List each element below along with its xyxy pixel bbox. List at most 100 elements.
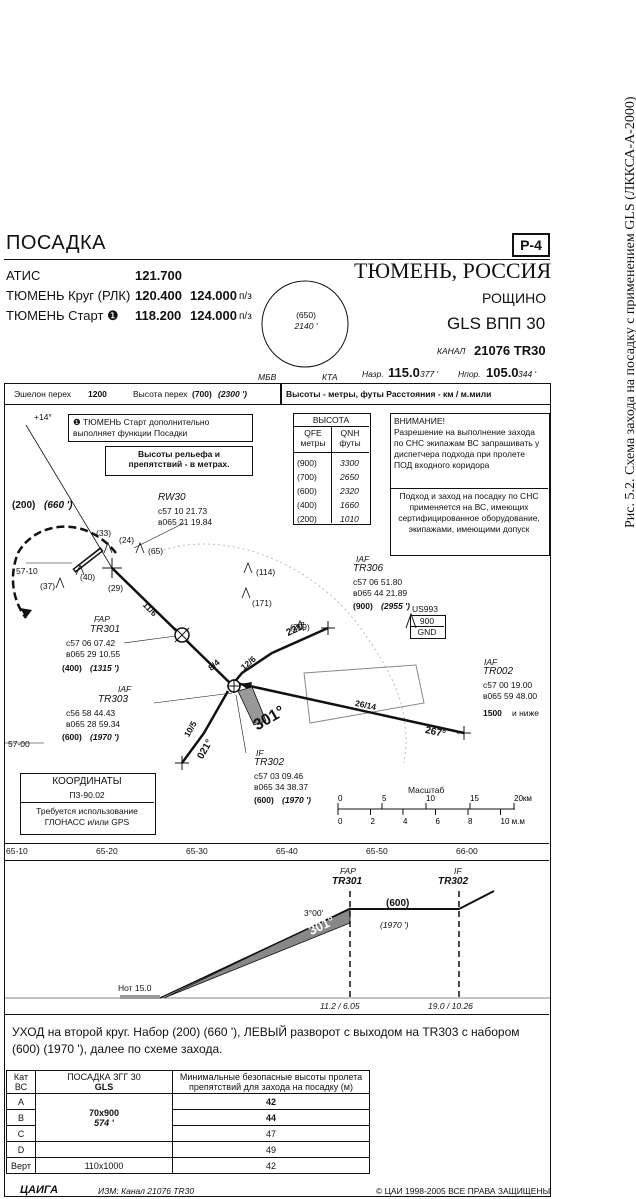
- minima-header-empty: [370, 1071, 546, 1094]
- lat-57-10: 57-10: [16, 566, 38, 576]
- circle-alt-ft: (660 '): [44, 500, 73, 511]
- minima-moc: 44: [172, 1109, 370, 1126]
- leg-tr306: [231, 626, 329, 686]
- coords-req: Требуется использование ГЛОНАСС и/или GP…: [36, 806, 138, 827]
- tr302-lon: в065 34 38.37: [254, 782, 309, 792]
- city-name: ТЮМЕНЬ, РОССИЯ: [354, 258, 552, 283]
- rw30-lon: в065 21 19.84: [158, 517, 213, 527]
- lon-tick-label: 66-00: [456, 846, 478, 856]
- minima-empty: [370, 1158, 546, 1174]
- waypoint-tr306-icon: [321, 621, 335, 635]
- tr306-alt-ft: (2955 '): [381, 601, 410, 611]
- leader-rw30: [133, 522, 185, 549]
- height-table-title: ВЫСОТА: [312, 415, 350, 425]
- waypoint-tr302-icon: [227, 679, 241, 693]
- page-title: ПОСАДКА: [6, 232, 106, 254]
- freq-label-circle: ТЮМЕНЬ Круг (РЛК): [6, 288, 131, 303]
- profile-alt: (600): [386, 898, 410, 909]
- waypoint-tr301-icon: [174, 627, 190, 643]
- north-line: [25, 424, 113, 569]
- naz-label: Назр.: [362, 369, 384, 379]
- warning-p1: Разрешение на выполнение захода по СНС э…: [394, 427, 540, 470]
- obs-171: (171): [252, 598, 272, 608]
- header-divider: [4, 259, 550, 260]
- minima-moc: 47: [172, 1125, 370, 1142]
- freq-label-tower: ТЮМЕНЬ Старт ❶: [6, 308, 119, 323]
- tr002-alt: 1500: [483, 708, 502, 718]
- obs-29: (29): [108, 583, 124, 593]
- caption-text: Рис. 5.2. Схема захода на посадку с прим…: [623, 96, 636, 528]
- missed-divider: [4, 1014, 549, 1015]
- profile-alt-ft: (1970 '): [380, 920, 409, 930]
- transition-alt-label: Высота перех: [133, 389, 188, 399]
- naz-value: 115.0: [388, 365, 420, 380]
- rw30-lat: с57 10 21.73: [158, 506, 208, 516]
- qfe-row: (700): [297, 472, 317, 482]
- leader-tr303: [153, 692, 233, 704]
- tr002-lat: с57 00 19.00: [483, 680, 533, 690]
- tr306-tag: IAF: [356, 554, 370, 564]
- profile-climb-segment: [458, 890, 495, 910]
- freq-unit-tower: п/з: [239, 311, 252, 322]
- tr306-lat: с57 06 51.80: [353, 577, 403, 587]
- footer-logo: ЦАИГА: [20, 1184, 59, 1196]
- npor-label: Нпор.: [458, 369, 481, 379]
- coords-box: [20, 773, 156, 835]
- coords-system: ПЗ-90.02: [69, 790, 105, 800]
- tr301-lat: с57 06 07.42: [66, 638, 116, 648]
- tr303-tag: IAF: [118, 684, 132, 694]
- msa-label-2: КТА: [322, 372, 338, 382]
- tr303-lon: в065 28 59.34: [66, 719, 121, 729]
- minima-empty: [370, 1126, 546, 1142]
- minima-mid-3: 110x1000: [35, 1157, 173, 1174]
- obs-33: (33): [96, 528, 112, 538]
- channel-label: КАНАЛ: [437, 346, 466, 356]
- nm-tick-label: 10 м.м: [501, 817, 525, 825]
- npor-ft: 344 ': [518, 369, 537, 379]
- transition-level-label: Эшелон перех: [14, 389, 72, 399]
- tr301-alt-ft: (1315 '): [90, 663, 119, 673]
- tr301-tag: FAP: [94, 614, 110, 624]
- minima-mid-2: 574 ': [94, 1117, 114, 1128]
- procedure-name: GLS ВПП 30: [447, 314, 546, 333]
- rw30-name: RW30: [158, 492, 186, 503]
- obs-114: (114): [256, 567, 276, 577]
- transition-alt-ft: (2300 '): [218, 389, 247, 399]
- lon-tick-label: 65-20: [96, 846, 118, 856]
- minima-header-gls: GLS: [94, 1082, 114, 1092]
- height-table-vdivider: [331, 426, 332, 523]
- obs-65: (65): [148, 546, 164, 556]
- warning-p2: Подход и заход на посадку по СНС применя…: [398, 491, 540, 534]
- tr303-lat: с56 58 44.43: [66, 708, 116, 718]
- qnh-row: 1660: [340, 500, 359, 510]
- waypoint-tr002-icon: [457, 726, 471, 740]
- nm-tick-label: 2: [371, 817, 376, 825]
- scale-label: Масштаб: [408, 785, 445, 795]
- tr302-tag: IF: [256, 748, 264, 758]
- lon-tick-label: 65-40: [276, 846, 298, 856]
- obs-37: (37): [40, 581, 56, 591]
- height-table-qfe: (900) (700) (600) (400) (200): [297, 456, 317, 526]
- leg-tr002: [235, 681, 465, 735]
- profile-thr: Нот 15.0: [118, 983, 152, 993]
- msa-alt: (650): [296, 310, 316, 320]
- height-table-divider-2: [293, 452, 369, 453]
- tr303-alt: (600): [62, 732, 82, 742]
- minima-cat: C: [6, 1125, 36, 1142]
- minima-header-landing-text: ПОСАДКА ЗГГ 30: [67, 1072, 141, 1082]
- km-tick-label: 20км: [514, 795, 532, 803]
- waypoint-rw30-icon: [102, 558, 122, 578]
- profile-view: [4, 890, 550, 999]
- freq-value-circle-1: 120.400: [135, 288, 182, 303]
- qnh-row: 1010: [340, 514, 359, 524]
- transition-level: 1200: [88, 389, 107, 399]
- tr303-name: TR303: [98, 694, 129, 705]
- lon-tick-label: 65-10: [6, 846, 28, 856]
- footer-change: ИЗМ: Канал 21076 TR30: [98, 1186, 195, 1196]
- tr301-alt: (400): [62, 663, 82, 673]
- units-box: [280, 383, 551, 405]
- tr002-name: TR002: [483, 666, 514, 677]
- minima-header-landing: ПОСАДКА ЗГГ 30 GLS: [35, 1070, 173, 1094]
